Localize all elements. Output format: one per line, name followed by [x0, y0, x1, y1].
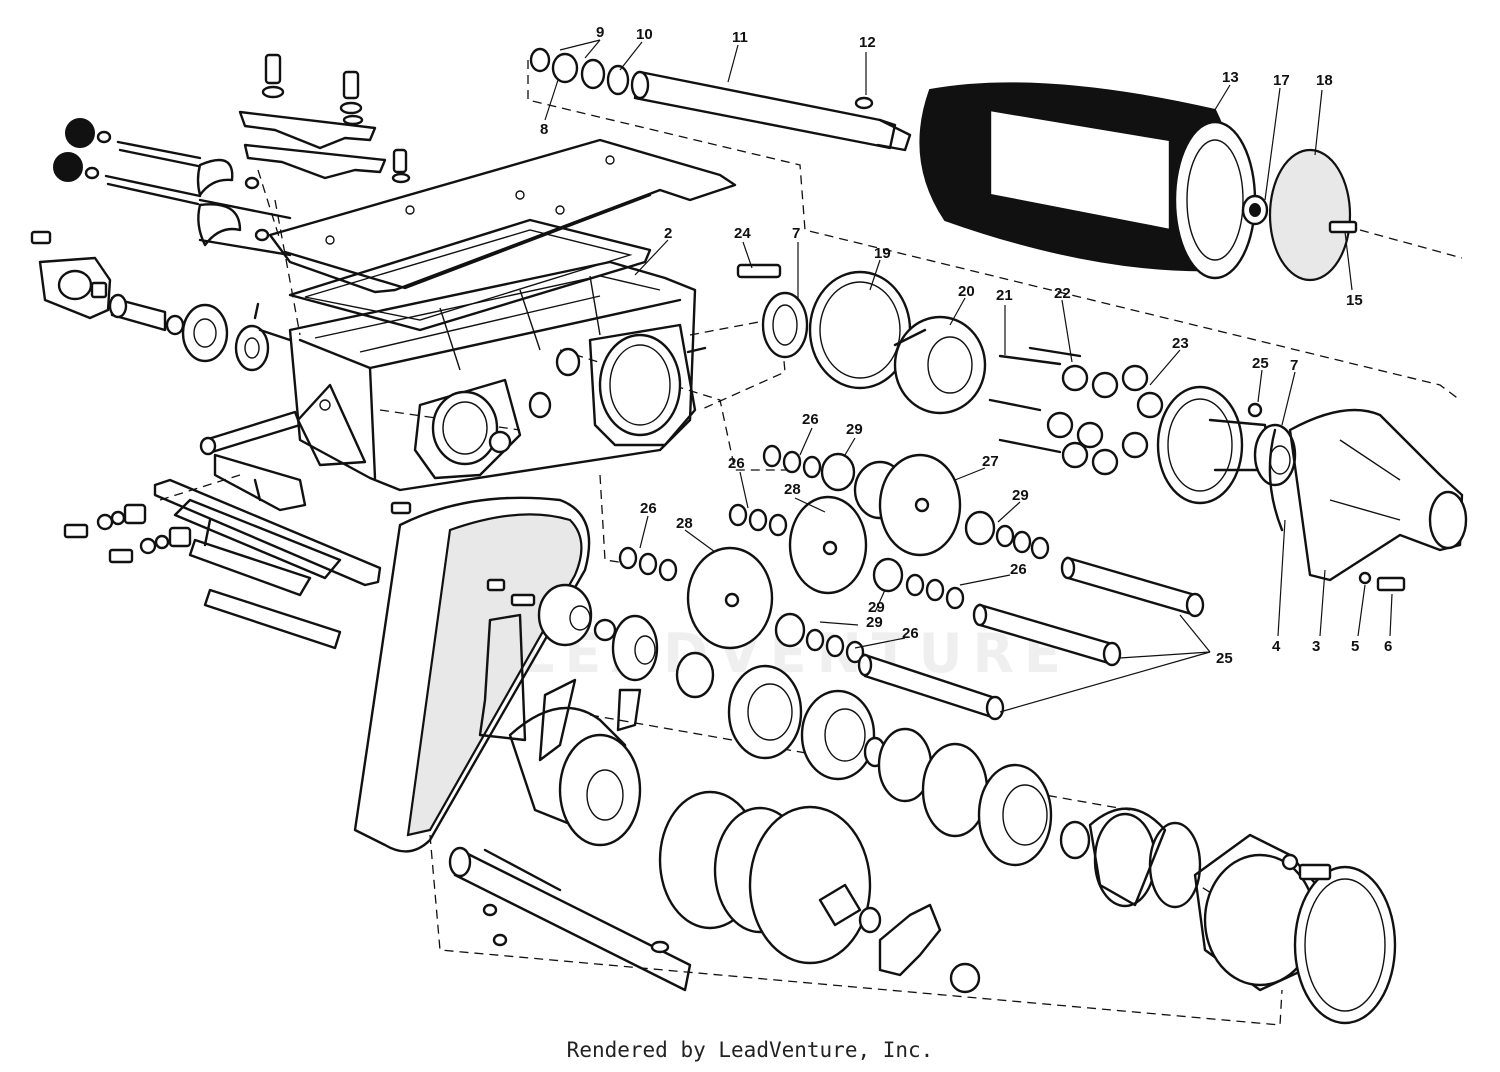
callout-12: 12 — [859, 34, 876, 51]
callout-3: 3 — [1312, 638, 1320, 655]
callout-7: 7 — [792, 225, 800, 242]
axle-housing — [1268, 408, 1468, 592]
differential-pinions — [988, 346, 1297, 505]
callout-25: 25 — [1216, 650, 1233, 667]
callout-4: 4 — [1272, 638, 1281, 655]
callout-8: 8 — [540, 121, 548, 138]
callout-29c: 29 — [866, 614, 883, 631]
callout-9: 9 — [596, 24, 604, 41]
callout-labels: 9 10 11 12 13 17 18 8 2 24 7 19 20 21 22… — [540, 24, 1392, 667]
callout-5: 5 — [1351, 638, 1359, 655]
screw — [510, 593, 536, 607]
shifter-rods — [199, 410, 307, 512]
gear-shafts — [857, 556, 1205, 721]
callout-26d: 26 — [1010, 561, 1027, 578]
callout-18: 19 — [874, 245, 891, 262]
callout-20: 21 — [996, 287, 1013, 304]
callout-22: 23 — [1172, 335, 1189, 352]
callout-28a: 28 — [784, 481, 801, 498]
gearbox-housing — [288, 260, 707, 492]
callout-17: 18 — [1316, 72, 1333, 89]
callout-29b: 29 — [1012, 487, 1029, 504]
callout-24: 24 — [734, 225, 751, 242]
cover-plate-assembly — [238, 53, 737, 332]
callout-23: 25 — [1252, 355, 1269, 372]
mounting-bracket — [478, 613, 527, 742]
drum-shaft-assembly — [529, 47, 1358, 282]
callout-26b: 26 — [728, 455, 745, 472]
callout-13: 13 — [1222, 69, 1239, 86]
shift-levers — [53, 118, 292, 257]
callout-11: 11 — [732, 29, 748, 46]
callout-29d: 29 — [868, 599, 885, 616]
callout-26c: 26 — [640, 500, 657, 517]
callout-16: 17 — [1273, 72, 1290, 89]
callout-7b: 7 — [1290, 357, 1298, 374]
footer-credit: Rendered by LeadVenture, Inc. — [566, 1038, 934, 1062]
input-shaft-assembly — [30, 230, 292, 372]
belt-guard — [353, 496, 591, 853]
lower-drive-assembly — [448, 583, 1397, 1025]
callout-29a: 29 — [846, 421, 863, 438]
callout-27: 27 — [982, 453, 999, 470]
ring-gear-assembly — [736, 263, 987, 415]
callout-19: 20 — [958, 283, 975, 300]
screw — [486, 578, 506, 592]
callout-15: 15 — [1346, 292, 1363, 309]
callout-6: 6 — [1384, 638, 1392, 655]
callout-10: 10 — [636, 26, 653, 43]
linkage-brackets — [63, 478, 412, 650]
callout-2: 2 — [664, 225, 672, 242]
callout-28b: 28 — [676, 515, 693, 532]
callout-26a: 26 — [802, 411, 819, 428]
gear-cluster — [618, 444, 1050, 664]
callout-21: 22 — [1054, 285, 1071, 302]
callout-26e: 26 — [902, 625, 919, 642]
leader-lines — [544, 39, 1393, 713]
